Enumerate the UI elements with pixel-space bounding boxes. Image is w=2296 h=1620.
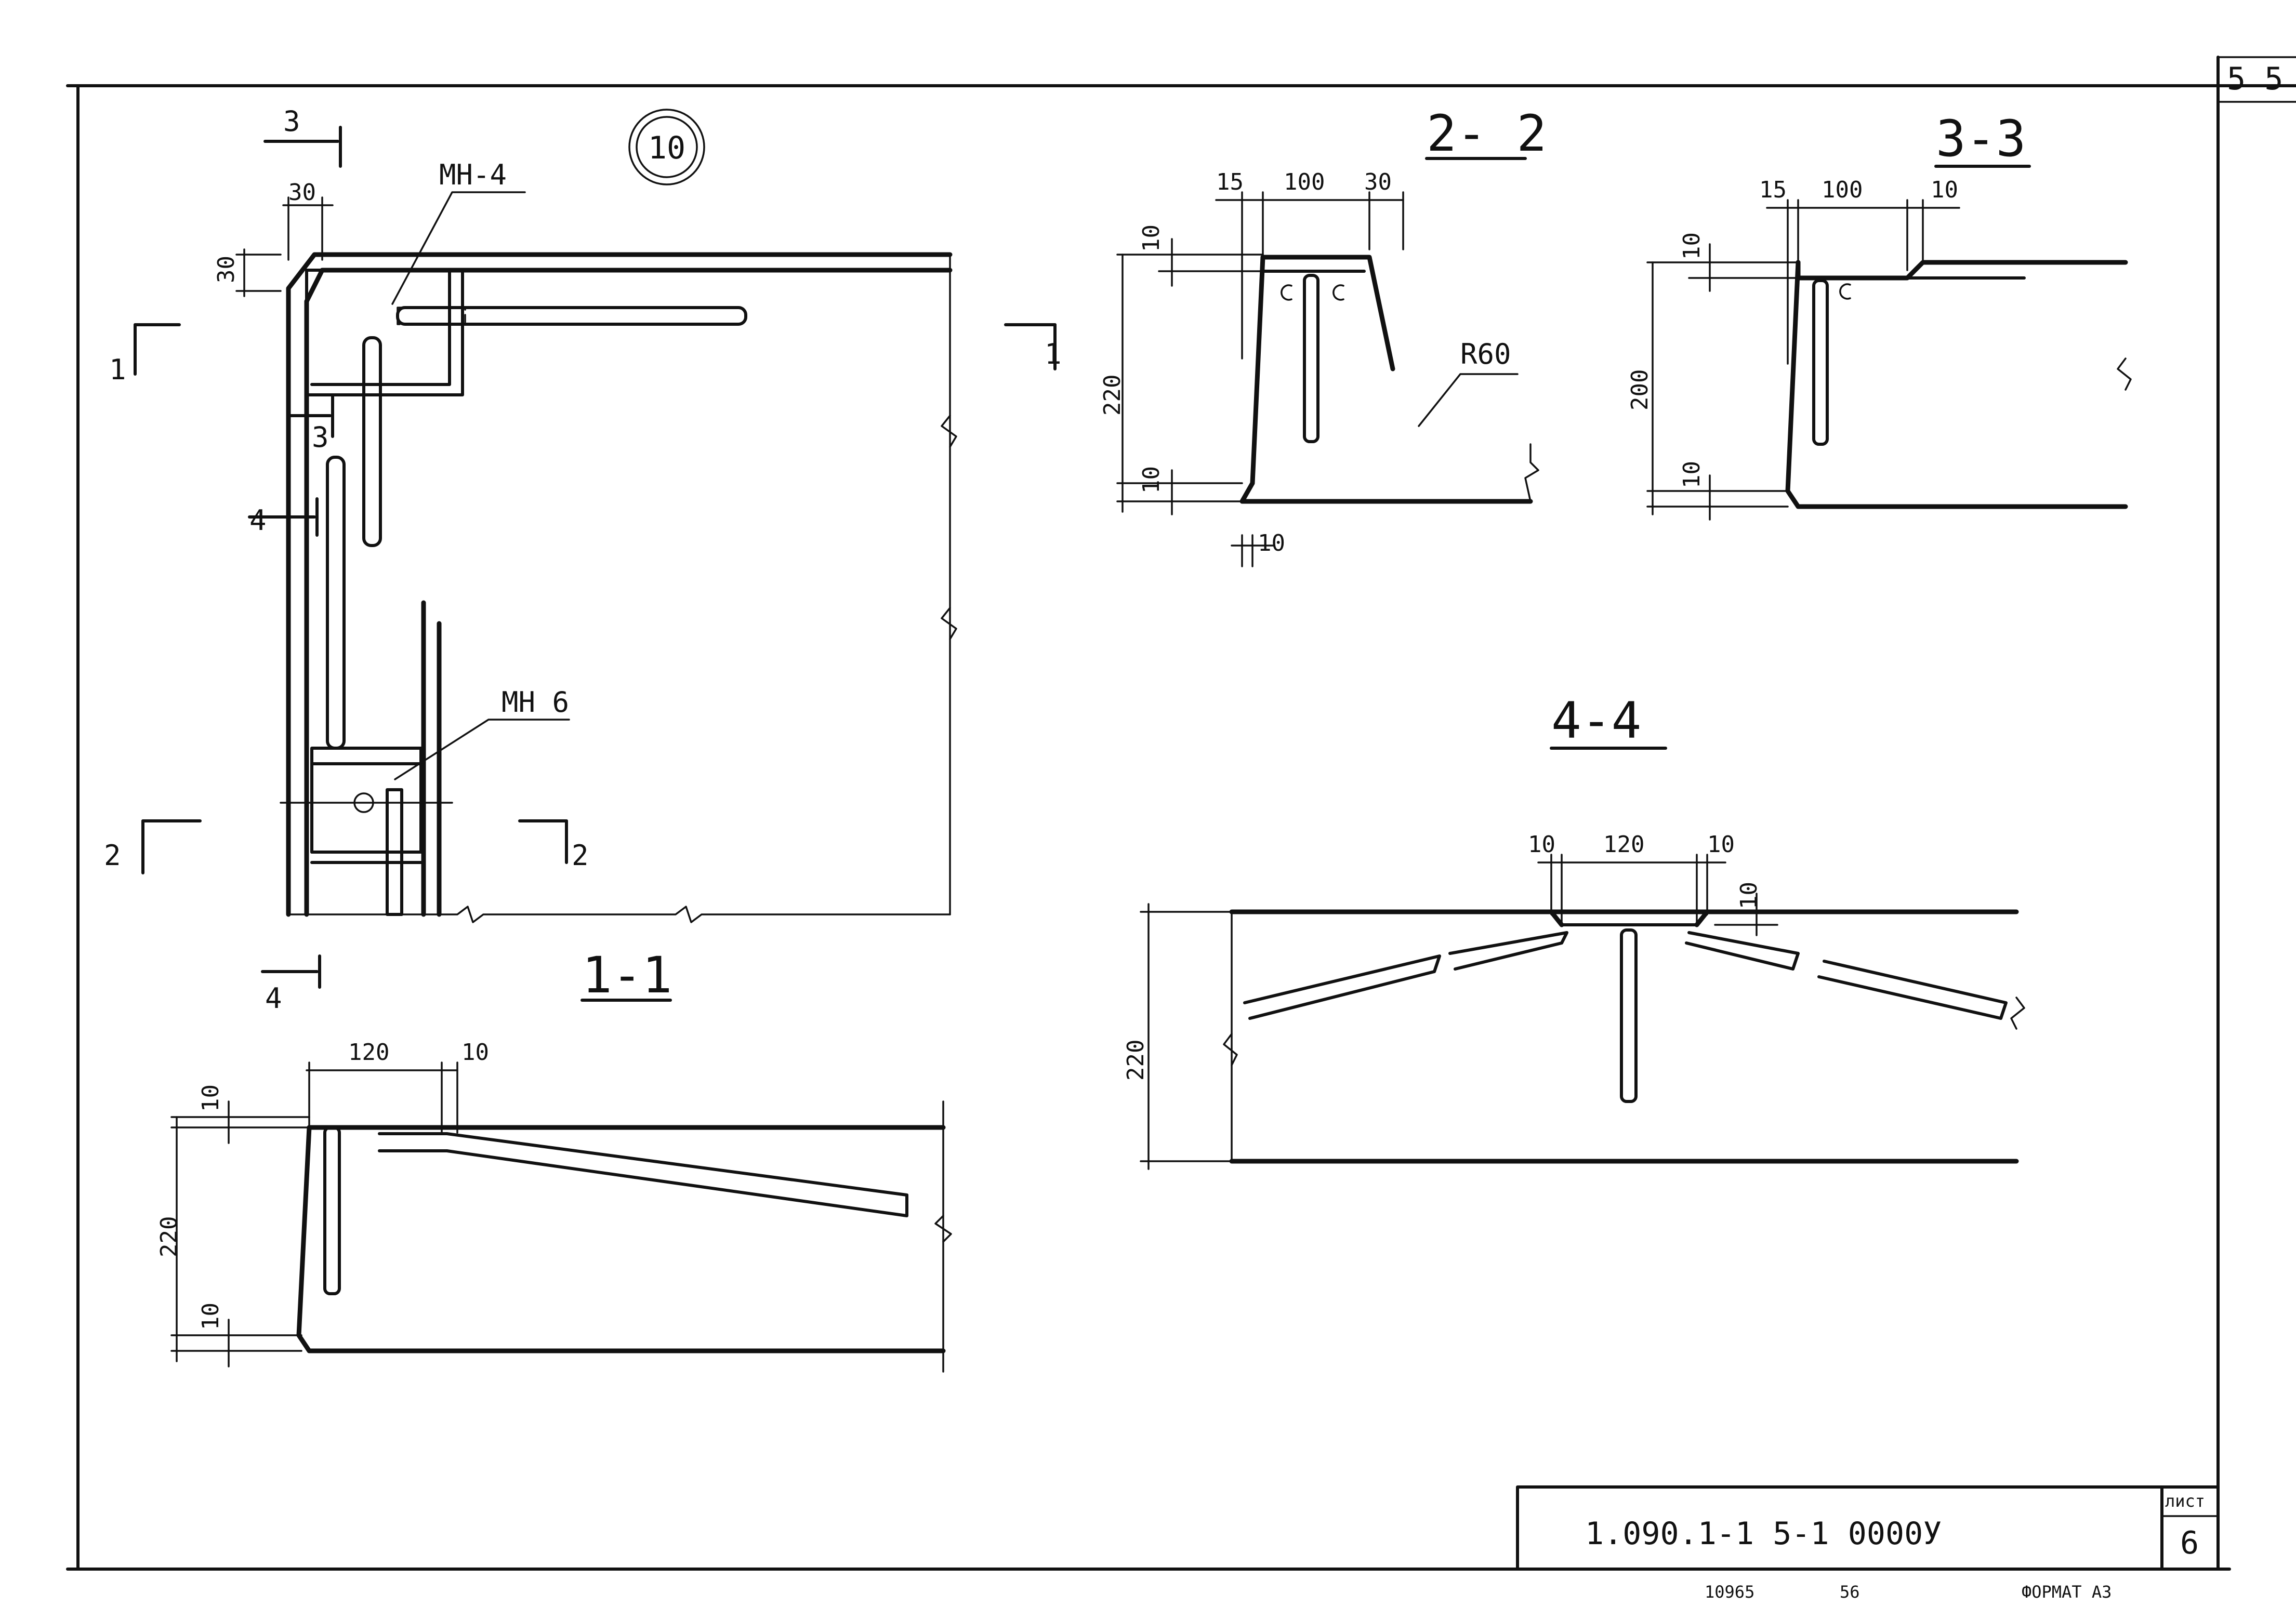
cut-label-3a: 3 — [283, 105, 300, 138]
s33-dim-100: 100 — [1822, 177, 1863, 203]
footer-note: 10965 — [1705, 1582, 1754, 1602]
section-3-3-title: 3-3 — [1936, 110, 2026, 168]
title-block — [1516, 1485, 2220, 1571]
plan-dim-30-side: 30 — [213, 256, 240, 283]
part-mn6-label: МН 6 — [502, 686, 569, 719]
s33-dim-15: 15 — [1759, 177, 1787, 203]
s22-dim-220: 220 — [1099, 375, 1126, 416]
s22-dim-100: 100 — [1284, 169, 1325, 195]
s22-radius: R60 — [1460, 338, 1511, 370]
s44-dim-10-left: 10 — [1528, 831, 1555, 858]
plan-dim-30-top: 30 — [288, 179, 316, 206]
s44-dim-10-right: 10 — [1707, 831, 1735, 858]
part-mn4-label: МН-4 — [439, 158, 507, 191]
section-2-2 — [1116, 157, 1539, 567]
section-4-4-title: 4-4 — [1551, 692, 1641, 750]
s22-dim-15: 15 — [1216, 169, 1244, 195]
format-label: ФОРМАТ А3 — [2022, 1582, 2112, 1602]
s11-dim-120: 120 — [348, 1039, 389, 1066]
s33-dim-200: 200 — [1627, 369, 1653, 410]
node-number: 10 — [648, 130, 685, 166]
cut-label-1a: 1 — [109, 353, 126, 386]
s11-dim-220: 220 — [156, 1216, 182, 1257]
corner-number: 5 5 — [2227, 61, 2283, 97]
s44-dim-10-side: 10 — [1736, 882, 1762, 909]
s11-dim-10-top: 10 — [461, 1039, 489, 1066]
s11-dim-10-bottom: 10 — [197, 1303, 224, 1330]
cut-label-2b: 2 — [572, 839, 589, 872]
node-marker — [628, 109, 705, 185]
cut-label-4a: 4 — [249, 504, 267, 537]
section-1-1-title: 1-1 — [582, 946, 672, 1004]
s33-dim-10-bottom: 10 — [1679, 461, 1705, 488]
s33-dim-10-top: 10 — [1679, 232, 1705, 260]
document-code: 1.090.1-1 5-1 0000У — [1585, 1516, 1942, 1552]
section-3-3 — [1646, 165, 2132, 521]
sheet-label: лист — [2165, 1491, 2205, 1511]
sheet-number: 6 — [2180, 1525, 2199, 1561]
s44-dim-120: 120 — [1603, 831, 1644, 858]
section-4-4 — [1140, 747, 2025, 1170]
cut-label-2a: 2 — [104, 839, 121, 872]
s22-dim-10-bottom: 10 — [1138, 466, 1165, 494]
s22-dim-10-low: 10 — [1258, 530, 1285, 556]
section-2-2-title: 2- 2 — [1427, 104, 1547, 163]
cut-label-1b: 1 — [1045, 338, 1062, 370]
s33-dim-10-right: 10 — [1931, 177, 1958, 203]
s22-dim-10-top: 10 — [1138, 224, 1165, 252]
s22-dim-30: 30 — [1364, 169, 1392, 195]
s11-dim-10-left: 10 — [197, 1084, 224, 1112]
footer-num: 56 — [1840, 1582, 1860, 1602]
cut-label-3b: 3 — [312, 421, 329, 454]
section-1-1 — [170, 999, 952, 1373]
plan-view — [134, 126, 1057, 989]
s44-dim-220: 220 — [1123, 1040, 1149, 1081]
cut-label-4b: 4 — [265, 982, 282, 1015]
